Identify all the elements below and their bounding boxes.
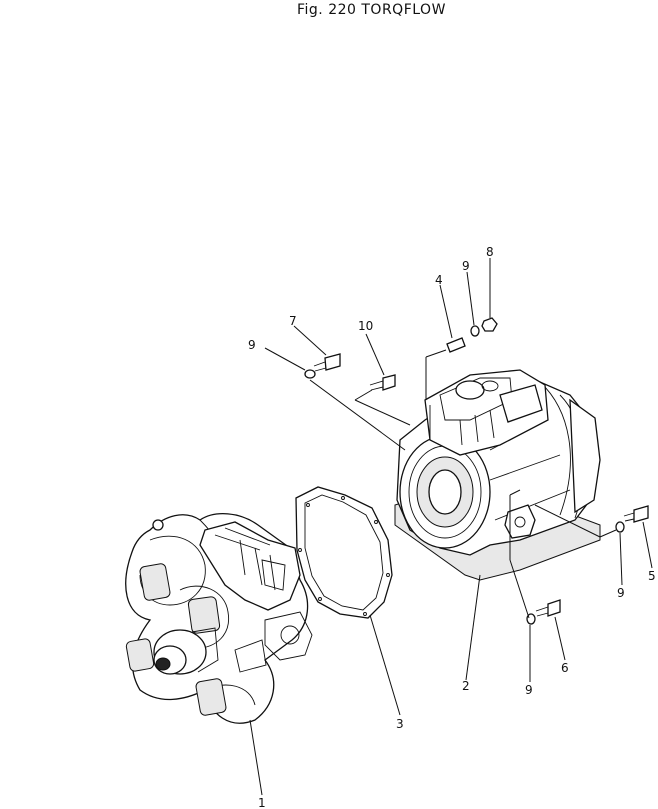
callout-2: 2 xyxy=(462,679,470,693)
washer-9-upper-left xyxy=(304,369,316,379)
washer-9-upper-right xyxy=(470,325,480,337)
bolt-7 xyxy=(313,353,341,372)
callout-labels: 1 2 3 4 5 6 7 8 9 9 9 9 10 xyxy=(248,245,656,809)
gasket xyxy=(295,486,393,619)
callout-3: 3 xyxy=(396,717,404,731)
figure-title: Fig. 220 TORQFLOW xyxy=(297,2,446,18)
transmission-assembly xyxy=(125,513,313,724)
callout-9-right: 9 xyxy=(617,586,625,600)
callout-9-upper-left: 9 xyxy=(248,338,256,352)
callout-8: 8 xyxy=(486,245,494,259)
callout-10: 10 xyxy=(358,319,373,333)
washer-9-right xyxy=(615,521,625,533)
callout-1: 1 xyxy=(258,796,266,809)
bolt-10 xyxy=(369,374,396,391)
callout-5: 5 xyxy=(648,569,656,583)
nut-8 xyxy=(481,317,498,332)
leader-lines xyxy=(249,258,653,796)
callout-4: 4 xyxy=(435,273,443,287)
bolt-5 xyxy=(623,505,649,523)
bolt-6 xyxy=(535,599,561,617)
stud-4 xyxy=(446,337,466,353)
callout-9-upper-right: 9 xyxy=(462,259,470,273)
callout-6: 6 xyxy=(561,661,569,675)
torque-converter-housing xyxy=(394,369,601,581)
callout-7: 7 xyxy=(289,314,297,328)
callout-9-lower: 9 xyxy=(525,683,533,697)
